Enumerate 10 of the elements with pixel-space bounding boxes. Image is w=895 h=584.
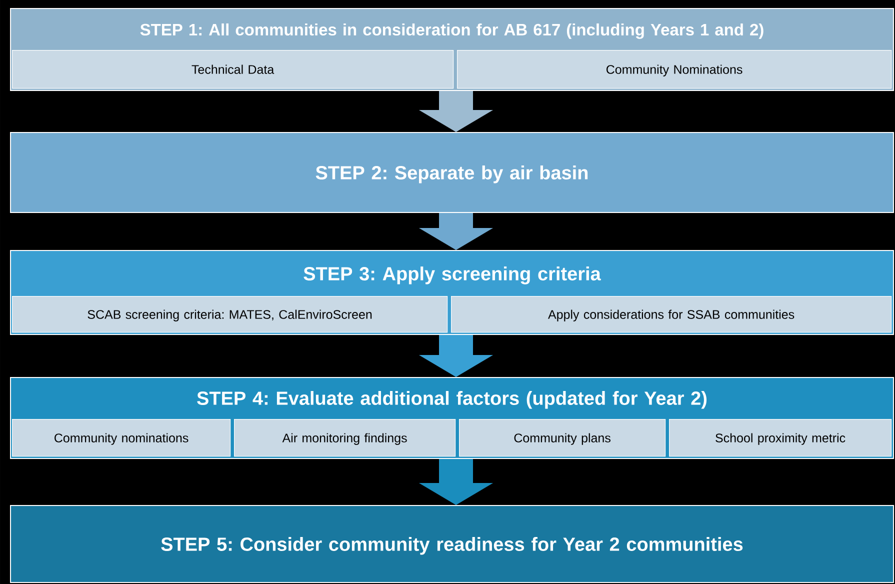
criteria-cell: Air monitoring findings	[234, 419, 456, 457]
criteria-cell: School proximity metric	[669, 419, 892, 457]
criteria-cell: Community Nominations	[457, 50, 892, 89]
criteria-cell: Apply considerations for SSAB communities	[451, 296, 892, 333]
step-box: STEP 5: Consider community readiness for Year 2 communities	[10, 504, 894, 583]
criteria-cell: Community nominations	[12, 419, 231, 457]
step-box: STEP 2: Separate by air basin	[10, 132, 894, 213]
criteria-cell: Community plans	[459, 419, 666, 457]
criteria-cell: SCAB screening criteria: MATES, CalEnviroScreen	[12, 296, 448, 333]
criteria-cell: Technical Data	[12, 50, 454, 89]
